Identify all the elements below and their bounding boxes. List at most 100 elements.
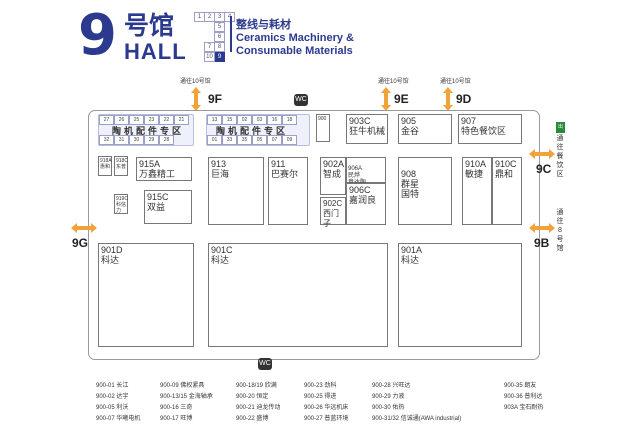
legend-item: 900-16 三奇: [160, 405, 193, 411]
legend-item: 903A 宝石耐热: [504, 405, 544, 411]
hall-number: 9: [78, 3, 117, 68]
arrow-updown-icon: [381, 87, 391, 111]
booth-900[interactable]: 900: [316, 114, 330, 142]
arrow-leftright-icon: [71, 223, 97, 233]
hall-outline: [88, 110, 540, 360]
legend-item: 900-30 佑热: [372, 405, 405, 411]
parts-booth-28[interactable]: 28: [159, 135, 174, 145]
parts-booth-05[interactable]: 05: [252, 135, 267, 145]
legend-item: 900-29 力液: [372, 394, 405, 400]
parts-booth-26[interactable]: 26: [114, 115, 129, 125]
hall-en-label: HALL: [124, 39, 187, 64]
parts-booth-25[interactable]: 25: [129, 115, 144, 125]
legend-item: 900-01 长江: [96, 383, 129, 389]
legend-item: 900-20 恒定: [236, 394, 269, 400]
legend-item: 900-28 兴旺达: [372, 383, 411, 389]
arrow-updown-icon: [443, 87, 453, 111]
parts-booth-03[interactable]: 03: [252, 115, 267, 125]
parts-booth-32[interactable]: 32: [99, 135, 114, 145]
hall-cn-label: 号馆: [124, 11, 175, 40]
to-hall8-label: 通往8号馆: [556, 209, 564, 252]
legend-item: 900-02 达宇: [96, 394, 129, 400]
parts-booth-33[interactable]: 33: [222, 135, 237, 145]
legend-item: 900-31/32 信诚通(AWA industrial): [372, 416, 462, 422]
parts-booth-27[interactable]: 27: [99, 115, 114, 125]
parts-booth-16[interactable]: 16: [267, 115, 282, 125]
legend-item: 900-35 朗友: [504, 383, 537, 389]
legend-item: 900-07 华曦电机: [96, 416, 141, 422]
legend-item: 900-27 普蓝环境: [304, 416, 349, 422]
category-title-en: Ceramics Machinery & Consumable Material…: [236, 32, 354, 58]
legend-item: 900-22 盛博: [236, 416, 269, 422]
mini-hall-10: 10: [204, 52, 215, 62]
legend-item: 900-26 华远机床: [304, 405, 349, 411]
parts-booth-23[interactable]: 23: [144, 115, 159, 125]
restroom-bottom-icon: WC: [258, 358, 272, 370]
parts-booth-09[interactable]: 09: [282, 135, 297, 145]
parts-booth-13[interactable]: 13: [207, 115, 222, 125]
mini-hall-9: 9: [214, 52, 225, 62]
parts-booth-07[interactable]: 07: [267, 135, 282, 145]
arrow-updown-icon: [191, 87, 201, 111]
parts-zone-left-label: 陶机配件专区: [112, 126, 185, 136]
legend-item: 900-18/19 欣满: [236, 383, 277, 389]
gate-9b: 9B: [534, 236, 550, 250]
parts-booth-29[interactable]: 29: [144, 135, 159, 145]
parts-booth-31[interactable]: 31: [114, 135, 129, 145]
to-hall10-label-right: 通往10号馆: [440, 79, 471, 85]
mini-hall-8: 8: [214, 42, 225, 52]
restroom-icon: WC: [294, 94, 308, 106]
parts-booth-30[interactable]: 30: [129, 135, 144, 145]
parts-booth-15[interactable]: 15: [222, 115, 237, 125]
legend-item: 900-17 旺博: [160, 416, 193, 422]
mini-hall-4: 4: [224, 12, 235, 22]
gate-9d: 9D: [456, 92, 472, 106]
gate-9e: 9E: [394, 92, 409, 106]
to-dining-label: 通往餐饮区: [556, 135, 564, 178]
gate-9f: 9F: [208, 92, 223, 106]
mini-hall-6: 6: [214, 32, 225, 42]
parts-booth-01[interactable]: 01: [207, 135, 222, 145]
to-hall10-label-mid: 通往10号馆: [378, 79, 409, 85]
gate-9g: 9G: [72, 236, 89, 250]
legend-item: 900-21 迪龙传动: [236, 405, 281, 411]
parts-booth-21[interactable]: 21: [174, 115, 189, 125]
legend-item: 900-13/15 金海轴承: [160, 394, 213, 400]
title-divider: [230, 16, 232, 52]
gate-9c: 9C: [536, 162, 552, 176]
legend-item: 900-05 利沃: [96, 405, 129, 411]
category-title-cn: 整线与耗材: [236, 19, 291, 31]
mini-hall-5: 5: [214, 22, 225, 32]
parts-booth-18[interactable]: 18: [282, 115, 297, 125]
parts-booth-02[interactable]: 02: [237, 115, 252, 125]
parts-booth-35[interactable]: 35: [237, 135, 252, 145]
arrow-leftright-icon: [529, 223, 555, 233]
legend-item: 900-09 佛权紧具: [160, 383, 205, 389]
parts-booth-22[interactable]: 22: [159, 115, 174, 125]
parts-zone-right-label: 陶机配件专区: [216, 126, 289, 136]
arrow-leftright-icon: [529, 149, 555, 159]
legend-item: 900-23 劲科: [304, 383, 337, 389]
category-title-en-line1: Ceramics Machinery &: [236, 32, 354, 44]
category-title-en-line2: Consumable Materials: [236, 45, 353, 57]
